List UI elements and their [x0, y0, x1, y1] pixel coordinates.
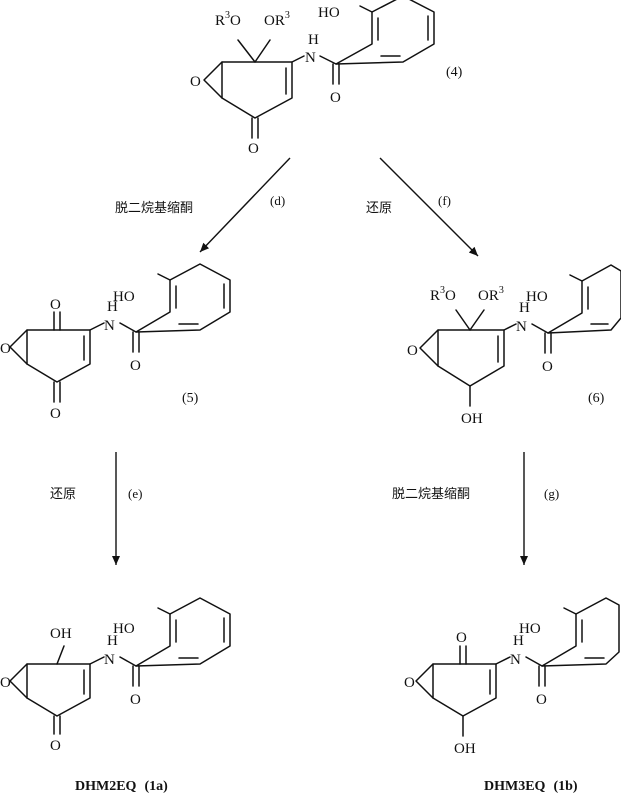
compound-4-phenol: HO: [318, 5, 340, 21]
compound-1b-bonds: [415, 597, 620, 737]
compound-5-ketone-bottom-o: O: [50, 406, 61, 422]
compound-5-amide-h: H: [107, 299, 118, 315]
step-f-label: (f): [438, 193, 451, 208]
arrow-step-e: (e) 还原: [50, 452, 142, 565]
compound-6: R3O OR3 HO H N O OH O (6): [407, 264, 621, 427]
step-f-condition: 还原: [366, 201, 392, 216]
compound-6-epoxide-o: O: [407, 343, 418, 359]
compound-1b-amide-n: N: [510, 652, 521, 668]
compound-1a-amide-h: H: [107, 633, 118, 649]
step-e-condition: 还原: [50, 487, 76, 502]
compound-1a: OH HO H N O O O DHM2EQ(1a): [0, 597, 231, 794]
compound-1b-amide-h: H: [513, 633, 524, 649]
compound-5-carbonyl-o: O: [130, 358, 141, 374]
compound-1b-ketone-o: O: [456, 630, 467, 646]
compound-5-phenol: HO: [113, 289, 135, 305]
compound-5-ketone-top-o: O: [50, 297, 61, 313]
compound-6-amide-n: N: [516, 319, 527, 335]
compound-1b-name: DHM3EQ(1b): [484, 779, 578, 794]
compound-1b-carbonyl-o: O: [536, 692, 547, 708]
step-d-label: (d): [270, 193, 285, 208]
step-e-label: (e): [128, 486, 142, 501]
compound-5: O O HO H N O O (5): [0, 263, 231, 422]
step-g-condition: 脱二烷基缩酮: [392, 486, 470, 502]
compound-1a-bonds: [9, 597, 231, 735]
compound-6-bonds: [419, 264, 621, 407]
compound-1b-phenol: HO: [519, 621, 541, 637]
compound-4-bonds: [203, 0, 435, 139]
compound-4: R3O OR3 HO H N O O O (4): [190, 0, 463, 157]
compound-4-epoxide-o: O: [190, 74, 201, 90]
compound-4-amide-h: H: [308, 32, 319, 48]
compound-4-number: (4): [446, 65, 463, 80]
compound-5-epoxide-o: O: [0, 341, 11, 357]
compound-1b: O HO H N O OH O DHM3EQ(1b): [404, 597, 620, 794]
compound-1b-hydroxyl: OH: [454, 741, 476, 757]
compound-1a-epoxide-o: O: [0, 675, 11, 691]
compound-5-number: (5): [182, 391, 199, 406]
step-d-condition: 脱二烷基缩酮: [115, 200, 193, 216]
arrow-step-g: (g) 脱二烷基缩酮: [392, 452, 559, 565]
compound-6-hydroxyl: OH: [461, 411, 483, 427]
compound-1b-epoxide-o: O: [404, 675, 415, 691]
compound-4-r3o-left: R3O: [215, 10, 241, 29]
compound-1a-carbonyl-o: O: [130, 692, 141, 708]
arrow-step-f: (f) 还原: [366, 157, 479, 257]
arrow-step-d: (d) 脱二烷基缩酮: [115, 157, 291, 253]
compound-1a-name: DHM2EQ(1a): [75, 779, 168, 794]
compound-6-r3o-left: R3O: [430, 285, 456, 304]
compound-5-amide-n: N: [104, 318, 115, 334]
compound-4-ketone-o: O: [248, 141, 259, 157]
compound-1a-phenol: HO: [113, 621, 135, 637]
compound-1a-hydroxyl: OH: [50, 626, 72, 642]
compound-5-bonds: [9, 263, 231, 403]
compound-6-number: (6): [588, 391, 605, 406]
compound-1a-amide-n: N: [104, 652, 115, 668]
compound-4-carbonyl-o: O: [330, 90, 341, 106]
compound-1a-ketone-o: O: [50, 738, 61, 754]
step-g-label: (g): [544, 486, 559, 501]
compound-6-carbonyl-o: O: [542, 359, 553, 375]
compound-4-or3-right: OR3: [264, 10, 290, 29]
compound-6-or3-right: OR3: [478, 285, 504, 304]
compound-6-phenol: HO: [526, 289, 548, 305]
compound-6-amide-h: H: [519, 300, 530, 316]
compound-4-amide-n: N: [305, 50, 316, 66]
